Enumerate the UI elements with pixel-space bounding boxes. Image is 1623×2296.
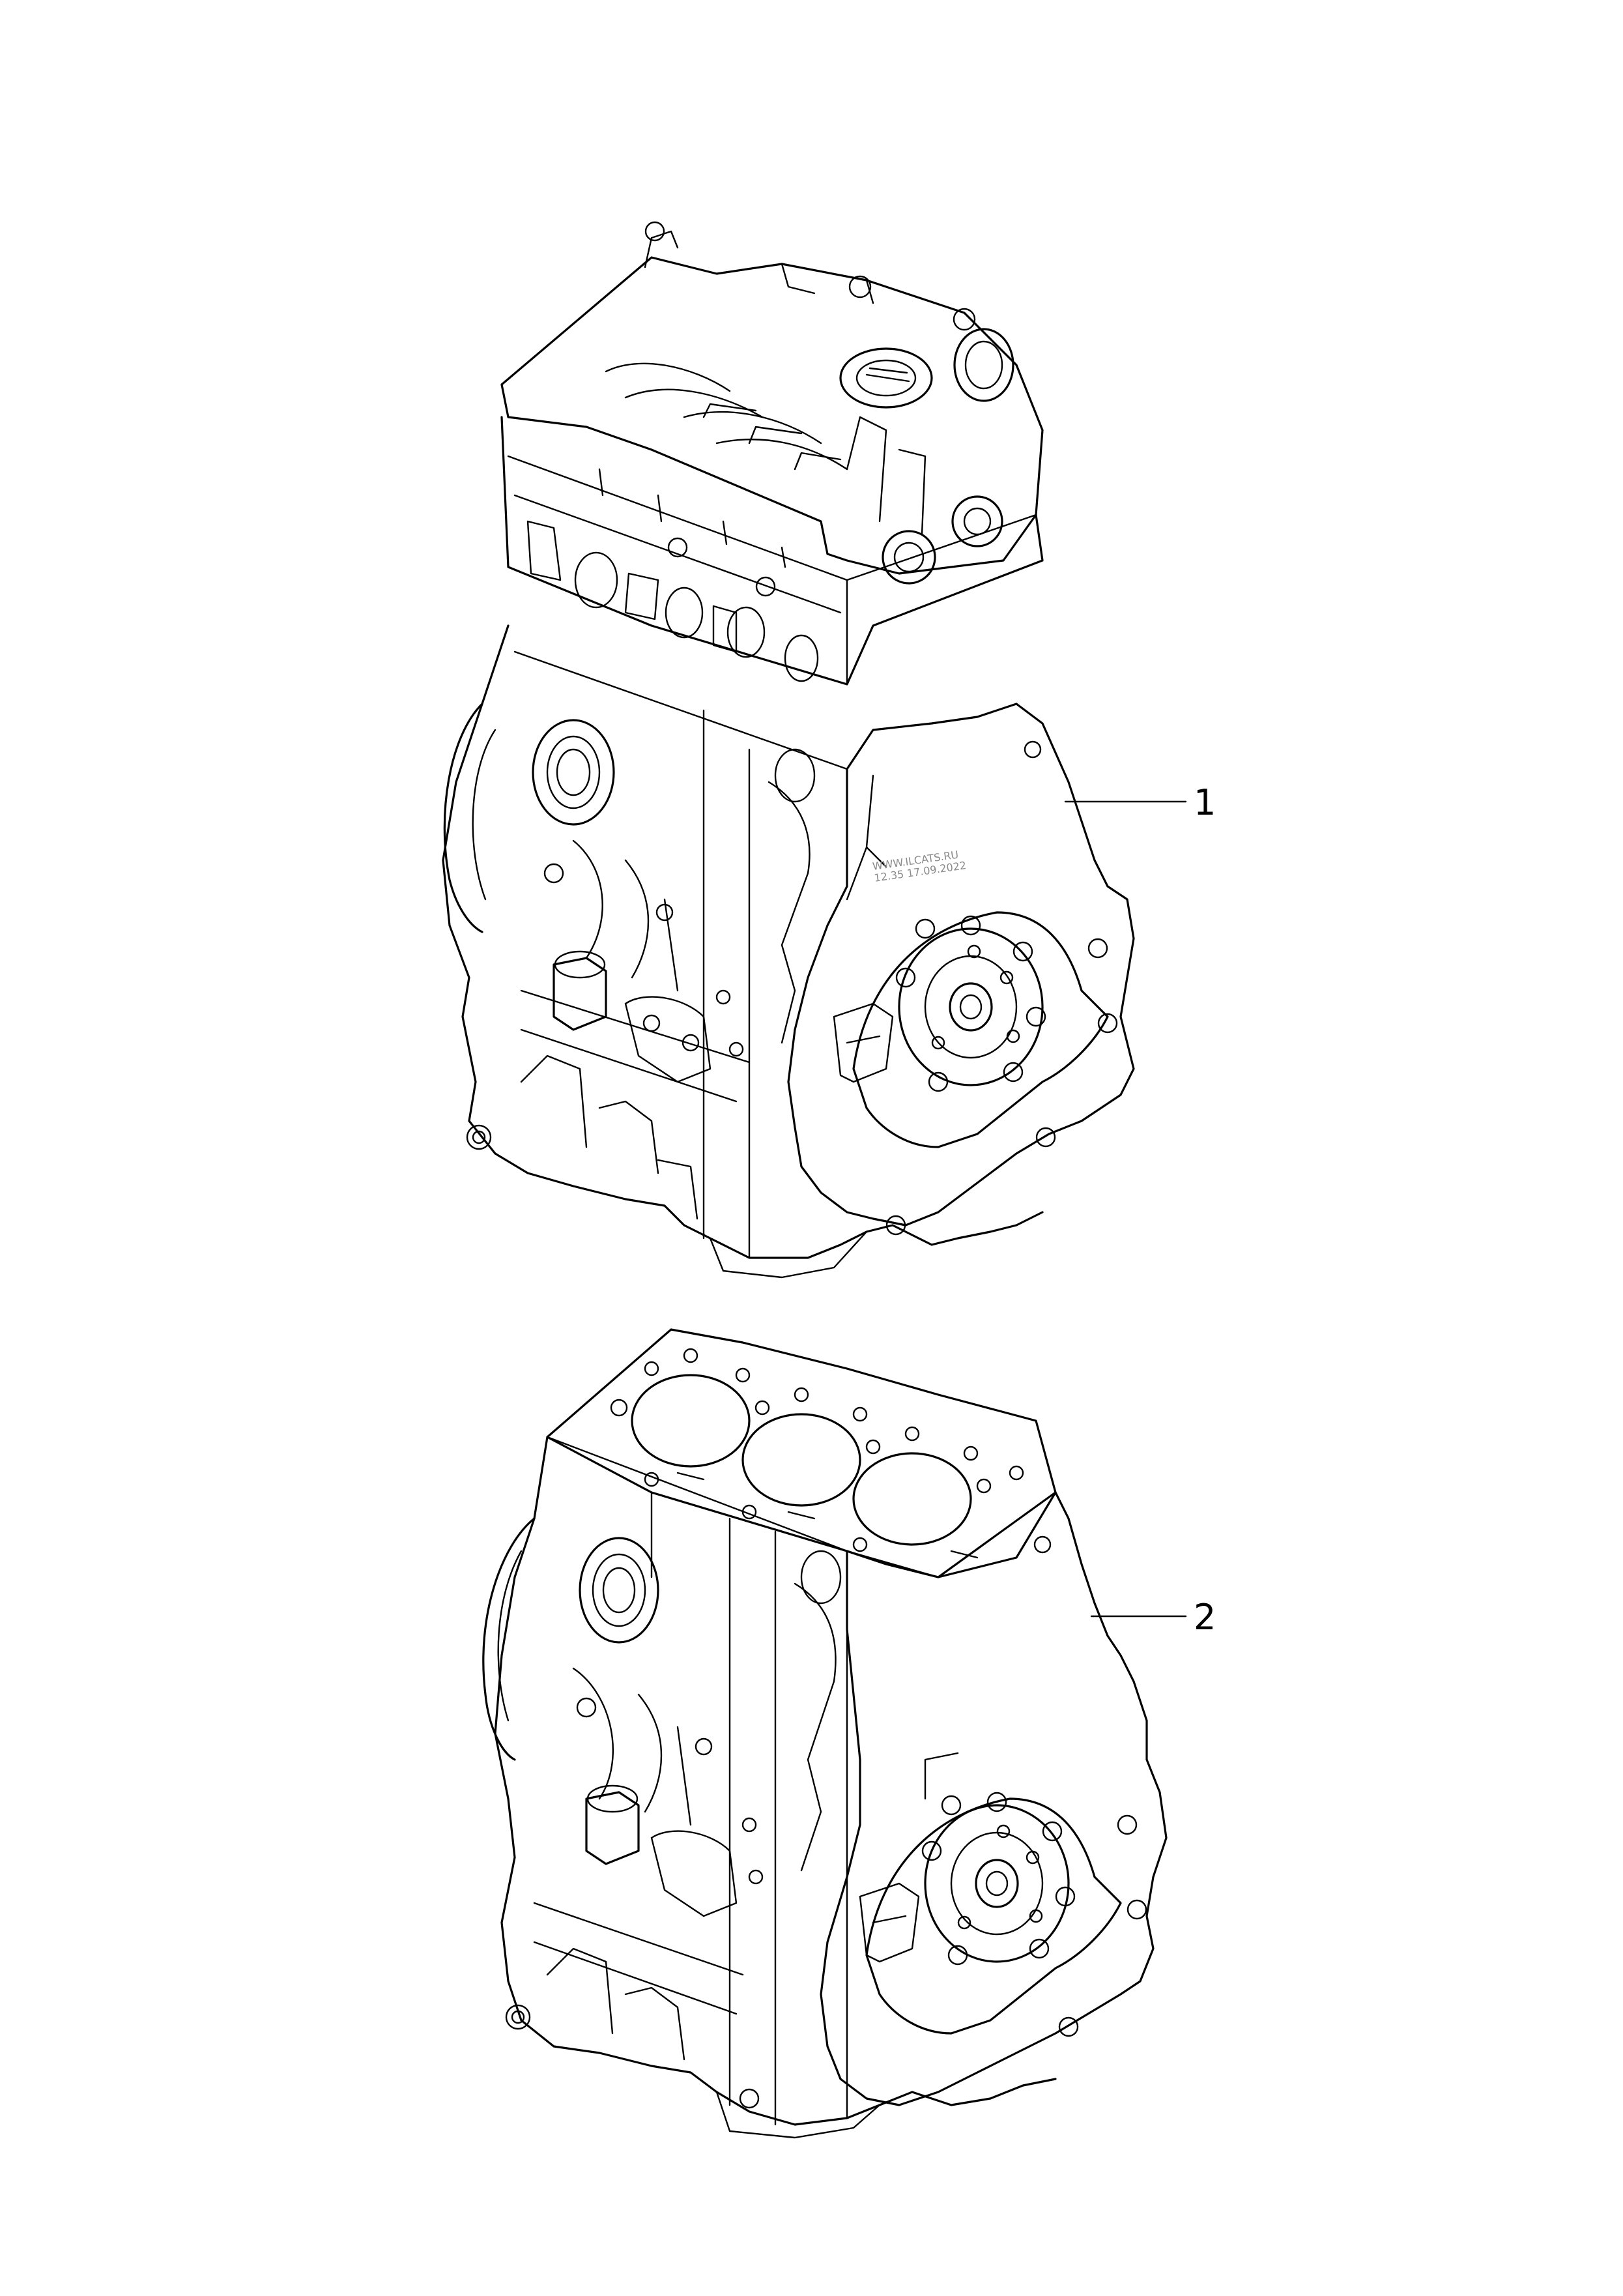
complete-engine-illustration: [442, 221, 1135, 1279]
callout-label-1: 1: [1194, 782, 1216, 823]
callout-2[interactable]: 2: [1090, 1597, 1216, 1638]
callout-label-2: 2: [1194, 1597, 1216, 1638]
callout-1[interactable]: 1: [1064, 782, 1216, 823]
watermark: WWW.ILCATS.RU 12.35 17.09.2022: [872, 849, 967, 884]
short-block-illustration: [482, 1328, 1168, 2139]
